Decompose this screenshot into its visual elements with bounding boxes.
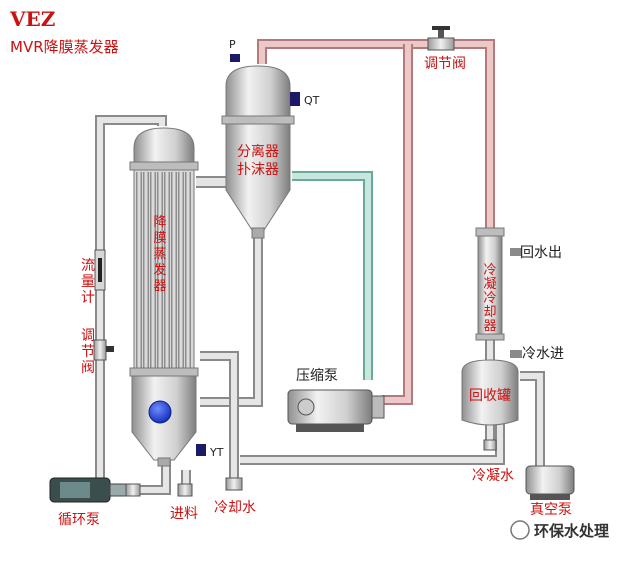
tube-bundle [136,172,191,368]
demister-label: 扑沫器 [237,162,279,178]
label-yt: YT [209,446,224,459]
recovery-tank-label: 回收罐 [469,388,511,404]
watermark: 环保水处理 [510,520,609,540]
separator-label: 分离器 [237,143,279,160]
circulation-pump: 循环泵 [49,477,131,528]
left-valve-label-1: 调 [81,328,95,344]
left-valve-label-2: 节 [81,344,95,360]
condenser-label-3: 冷 [483,291,496,306]
bottom-valves: YT [125,444,243,497]
evaporator-label-1: 降 [153,215,166,230]
vacuum-pump-label: 真空泵 [530,502,572,518]
condenser-label-4: 却 [483,305,496,320]
condenser: 冷 凝 冷 却 器 回水出 冷水进 [475,227,564,362]
top-control-valve: 调节阀 [424,26,466,72]
circulation-pump-label: 循环泵 [58,512,100,528]
feed-label: 进料 [170,506,198,522]
compressor-label: 压缩泵 [296,368,338,384]
evaporator-label-5: 器 [153,279,166,294]
flowmeter-label-2: 量 [81,274,95,290]
falling-film-evaporator: 降 膜 蒸 发 器 [129,127,199,467]
evaporator-label-2: 膜 [153,231,166,246]
cooling-water-label: 冷却水 [214,500,256,516]
condenser-label-2: 凝 [483,276,496,292]
left-control-valve: 调 节 阀 [81,328,114,376]
evaporator-label-4: 发 [153,262,166,278]
condensate-label: 冷凝水 [472,468,514,484]
water-out-label: 回水出 [520,245,562,261]
condenser-label-1: 冷 [483,263,496,278]
recovery-tank: 回收罐 冷凝水 [461,359,519,484]
cooling-pipe [292,171,373,380]
watermark-text: 环保水处理 [534,522,609,540]
title-vez: VEZ [9,7,55,31]
cold-water-in-label: 冷水进 [522,346,564,362]
pressure-gauge-icon [230,54,240,62]
condenser-label-5: 器 [483,319,496,334]
flowmeter-label-1: 流 [81,258,95,274]
top-valve-label: 调节阀 [424,56,466,72]
vapor-pipe [196,39,495,405]
sight-glass-icon [148,400,172,424]
qt-valve-icon [290,92,300,106]
evaporator-label-3: 蒸 [153,247,166,262]
wechat-icon [510,520,530,540]
left-valve-label-3: 阀 [81,360,95,376]
vacuum-pump: 真空泵 [525,465,575,518]
label-p: P [229,38,236,51]
flowmeter: 流 量 计 [81,249,106,306]
label-qt: QT [304,94,320,107]
compressor: 压缩泵 [287,368,385,432]
flowmeter-label-3: 计 [81,290,95,306]
title-mvr: MVR降膜蒸发器 [10,38,119,56]
separator-vessel: P QT 分离器 扑沫器 [221,38,320,239]
yt-valve-icon [196,444,206,456]
